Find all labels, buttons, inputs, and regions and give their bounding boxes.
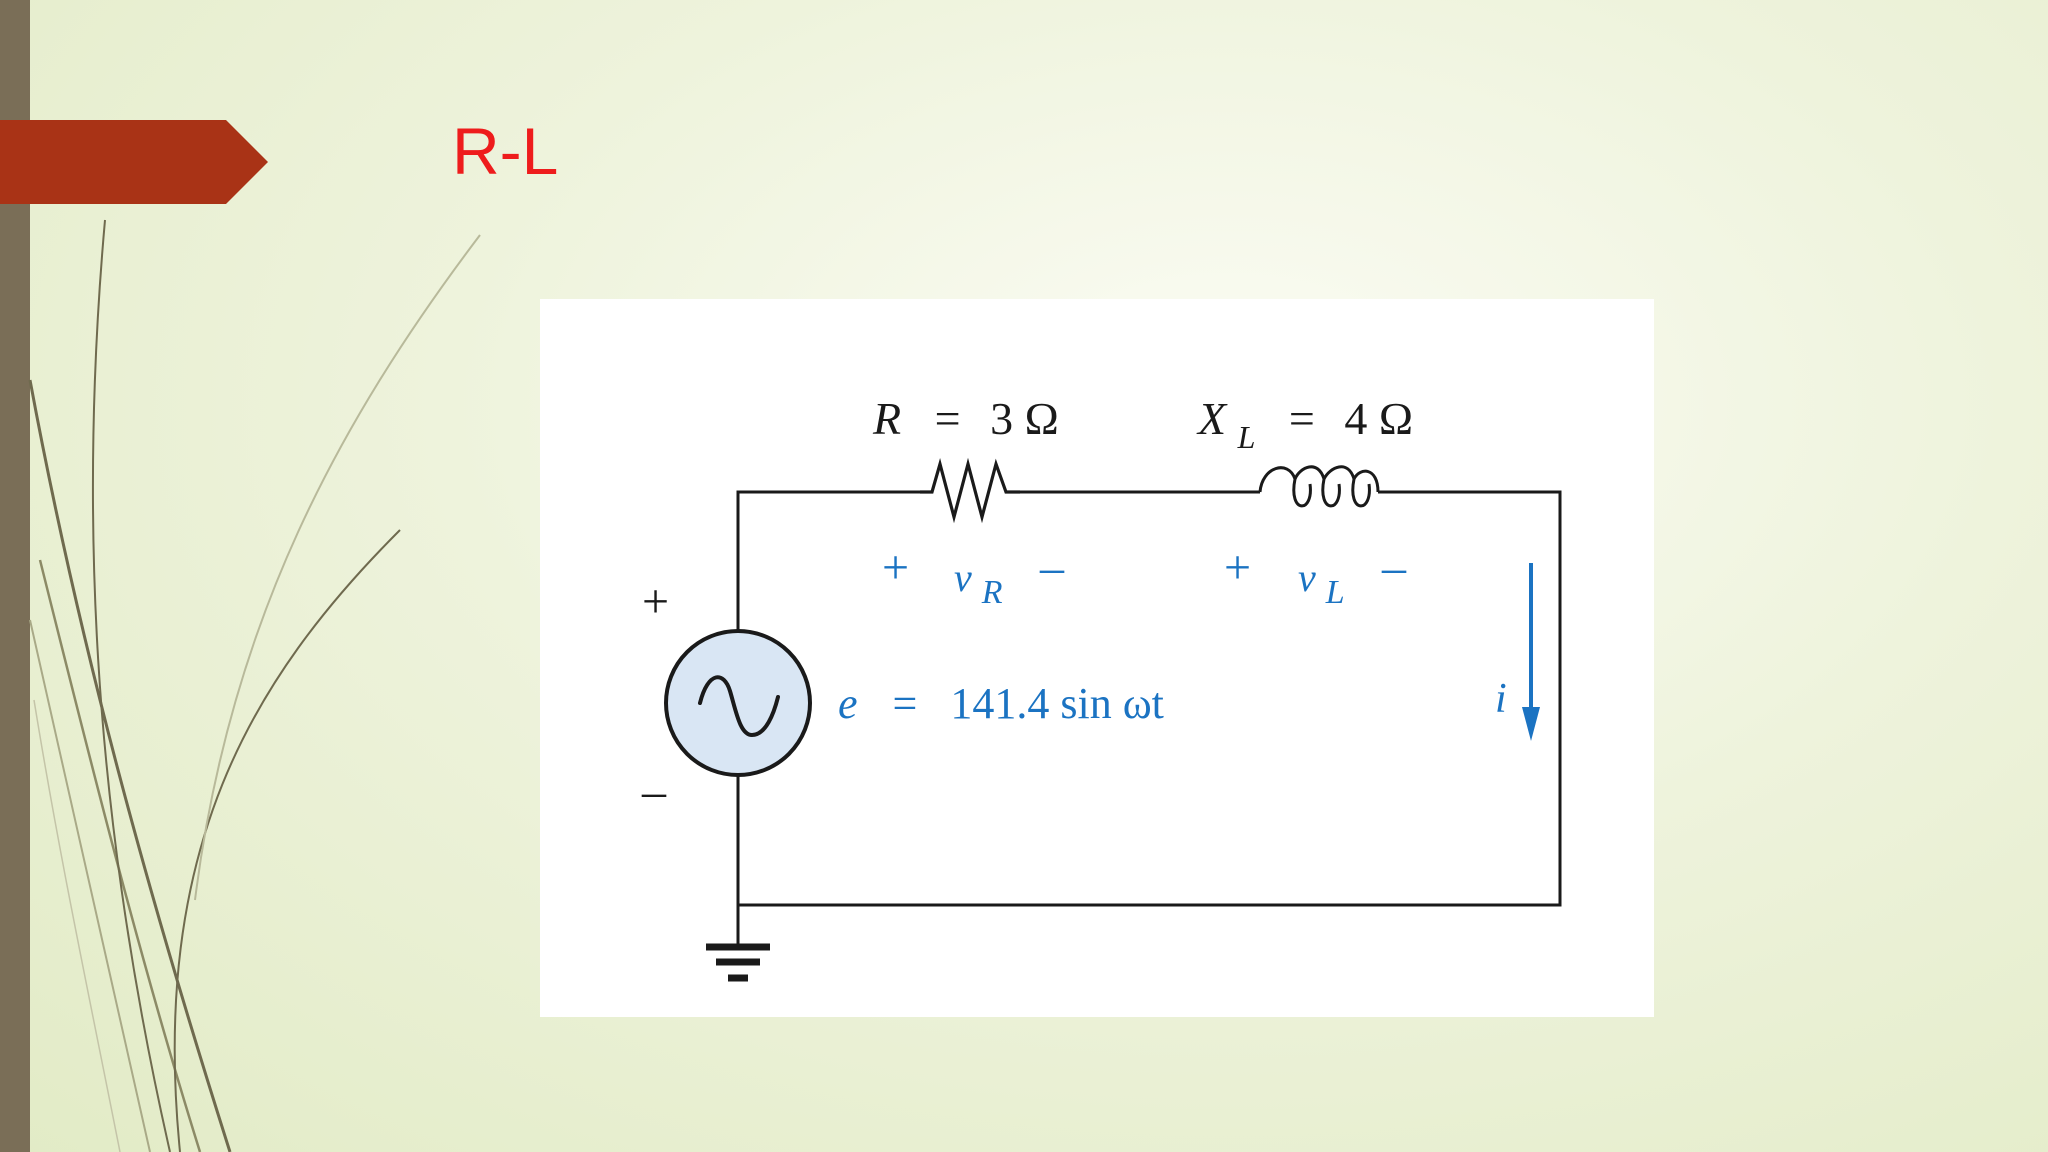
wire-right: [738, 490, 1562, 907]
resistor-value: 3 Ω: [990, 393, 1059, 444]
vr-plus: +: [882, 541, 909, 594]
vl-minus: –: [1381, 541, 1407, 594]
inductor-symbol: [1258, 465, 1380, 508]
inductor-subscript: L: [1237, 419, 1256, 455]
source-equation: e = 141.4 sin ωt: [838, 679, 1164, 728]
source-eq-expression: 141.4 sin ωt: [950, 679, 1164, 728]
resistor-equals: =: [935, 393, 961, 444]
resistor-label: R = 3 Ω: [872, 393, 1059, 444]
circuit-figure: R = 3 Ω X L = 4 Ω + v R – + v L – + – e: [540, 299, 1654, 1017]
wire-top-left: [736, 490, 920, 631]
vr-subscript: R: [981, 574, 1003, 611]
inductor-equals: =: [1289, 393, 1315, 444]
slide-title: R-L: [452, 114, 559, 188]
resistor-symbol: [920, 457, 1020, 524]
decorative-grass: [28, 219, 481, 1152]
inductor-symbol-text: X: [1196, 393, 1228, 444]
vr-symbol: v: [954, 555, 972, 600]
current-arrow-icon: [1522, 707, 1540, 741]
circuit-diagram: R = 3 Ω X L = 4 Ω + v R – + v L – + – e: [641, 393, 1562, 982]
ground-symbol: [706, 943, 770, 982]
source-plus: +: [642, 575, 669, 628]
vl-symbol: v: [1298, 555, 1316, 600]
current-label: i: [1495, 676, 1507, 722]
inductor-label: X L = 4 Ω: [1196, 393, 1413, 458]
vr-minus: –: [1039, 541, 1065, 594]
vl-subscript: L: [1325, 574, 1345, 611]
ac-source: [664, 629, 812, 777]
sine-wave-icon: [698, 675, 780, 738]
source-eq-symbol: e: [838, 679, 858, 728]
source-minus: –: [641, 765, 667, 818]
inductor-value: 4 Ω: [1344, 393, 1413, 444]
vr-label: v R: [954, 555, 1003, 611]
source-eq-equals: =: [893, 679, 918, 728]
title-arrow-banner: [0, 120, 268, 204]
vl-label: v L: [1298, 555, 1345, 611]
vl-plus: +: [1224, 541, 1251, 594]
resistor-symbol-text: R: [872, 393, 901, 444]
